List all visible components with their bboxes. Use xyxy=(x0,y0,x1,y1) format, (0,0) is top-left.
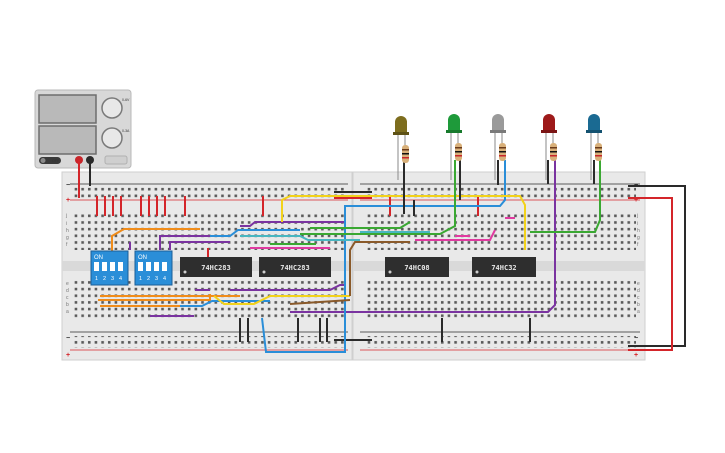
led-green[interactable] xyxy=(446,114,462,180)
ground-wires[interactable] xyxy=(239,200,531,342)
svg-text:74HC283: 74HC283 xyxy=(201,264,231,272)
svg-text:4: 4 xyxy=(119,276,122,282)
svg-text:d: d xyxy=(66,288,69,294)
svg-text:f: f xyxy=(66,242,68,248)
led-red[interactable] xyxy=(541,114,557,180)
svg-text:c: c xyxy=(66,295,69,301)
svg-text:ON: ON xyxy=(94,255,103,261)
svg-text:2: 2 xyxy=(147,276,150,282)
svg-text:b: b xyxy=(637,302,640,308)
svg-text:a: a xyxy=(66,309,69,315)
svg-text:ON: ON xyxy=(138,255,147,261)
led-grey[interactable] xyxy=(490,114,506,180)
current-display xyxy=(38,125,97,155)
svg-text:f: f xyxy=(637,242,639,248)
ic-74hc283-a[interactable]: 74HC283 xyxy=(180,257,252,277)
svg-text:OFF: OFF xyxy=(52,159,59,163)
dip-switch-2[interactable]: ON 1 2 3 4 xyxy=(134,250,173,286)
voltage-display xyxy=(38,94,97,124)
row-letters: j i h g f e d c b a j i h g f e d c b a xyxy=(65,213,640,315)
svg-text:+: + xyxy=(66,352,70,359)
svg-text:2: 2 xyxy=(103,276,106,282)
svg-text:−: − xyxy=(634,335,638,342)
svg-text:e: e xyxy=(637,281,640,287)
svg-text:j: j xyxy=(65,213,67,219)
svg-text:3: 3 xyxy=(111,276,114,282)
led-blue[interactable] xyxy=(586,114,602,180)
svg-text:+: + xyxy=(634,352,638,359)
voltage-knob-icon xyxy=(101,97,123,119)
signal-wires[interactable] xyxy=(98,160,601,353)
svg-text:−: − xyxy=(66,335,70,342)
svg-text:4: 4 xyxy=(163,276,166,282)
power-supply[interactable]: 0-6V 0-3A OFF xyxy=(34,89,132,169)
svg-text:a: a xyxy=(637,309,640,315)
svg-text:h: h xyxy=(66,228,69,234)
svg-text:e: e xyxy=(66,281,69,287)
svg-text:h: h xyxy=(637,228,640,234)
svg-text:0-6V: 0-6V xyxy=(122,98,130,102)
svg-text:74HC08: 74HC08 xyxy=(404,264,429,272)
svg-text:i: i xyxy=(637,221,638,227)
svg-text:d: d xyxy=(637,288,640,294)
svg-text:1: 1 xyxy=(139,276,142,282)
svg-text:3: 3 xyxy=(155,276,158,282)
ic-74hc283-b[interactable]: 74HC283 xyxy=(259,257,331,277)
svg-text:74HC283: 74HC283 xyxy=(280,264,310,272)
svg-text:−: − xyxy=(66,182,70,189)
svg-text:b: b xyxy=(66,302,69,308)
led-olive[interactable] xyxy=(393,116,409,180)
svg-text:g: g xyxy=(637,235,640,241)
svg-text:74HC32: 74HC32 xyxy=(491,264,516,272)
ic-74hc08[interactable]: 74HC08 xyxy=(385,257,449,277)
svg-text:j: j xyxy=(636,213,638,219)
svg-text:i: i xyxy=(66,221,67,227)
svg-text:1: 1 xyxy=(95,276,98,282)
dip-switch-1[interactable]: ON 1 2 3 4 xyxy=(90,250,129,286)
svg-text:+: + xyxy=(66,197,70,204)
svg-text:0-3A: 0-3A xyxy=(122,129,130,133)
current-knob-icon xyxy=(101,127,123,149)
svg-text:+: + xyxy=(634,197,638,204)
power-wires[interactable] xyxy=(78,160,686,351)
svg-text:g: g xyxy=(66,235,69,241)
svg-text:c: c xyxy=(637,295,640,301)
ic-74hc32[interactable]: 74HC32 xyxy=(472,257,536,277)
